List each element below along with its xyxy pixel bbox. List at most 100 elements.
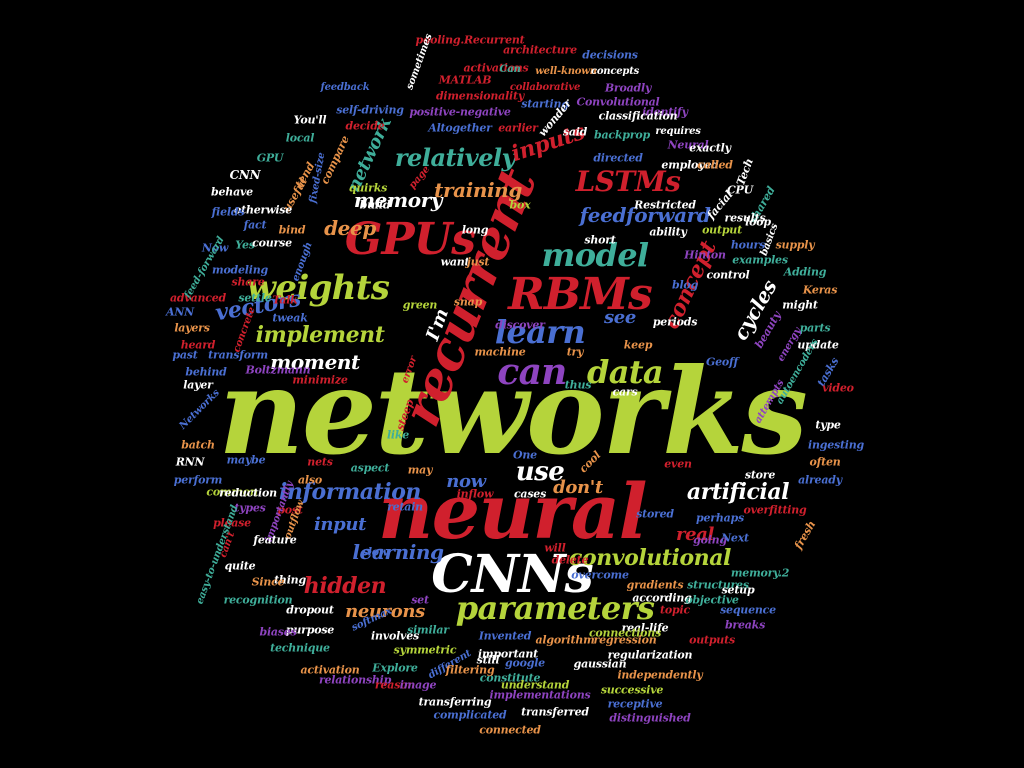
cloud-word: supply (775, 238, 815, 252)
cloud-word: nets (307, 455, 333, 469)
cloud-word: GPUs (344, 214, 476, 265)
cloud-word: results (724, 211, 766, 225)
cloud-word: inflow (456, 487, 494, 501)
cloud-word: weights (246, 268, 390, 308)
cloud-word: output (702, 223, 742, 237)
cloud-word: heard (180, 338, 216, 352)
cloud-word: Broadly (604, 81, 652, 95)
cloud-word: Boltzmann (245, 363, 311, 377)
cloud-word: setup (721, 583, 755, 597)
cloud-word: maybe (226, 453, 266, 467)
cloud-word: according (632, 591, 692, 605)
cloud-word: outputs (689, 633, 735, 647)
cloud-word: try (566, 345, 584, 359)
cloud-word: thus (564, 378, 592, 392)
cloud-word: transferring (418, 695, 492, 709)
cloud-word: important (478, 647, 538, 661)
cloud-word: CPU (727, 183, 753, 197)
cloud-word: blog (671, 278, 699, 292)
cloud-word: said (562, 125, 588, 139)
cloud-word: backprop (594, 128, 650, 142)
cloud-word: regression (593, 633, 657, 647)
cloud-word: google (505, 656, 545, 670)
cloud-word: data (586, 353, 664, 391)
cloud-word: independently (617, 668, 703, 682)
cloud-word: delete (551, 553, 589, 567)
cloud-word: Since (251, 575, 285, 589)
cloud-word: positive-negative (409, 105, 511, 119)
cloud-word: Networks (177, 387, 222, 432)
cloud-word: store (744, 468, 776, 482)
cloud-word: will (544, 541, 566, 555)
cloud-word: quite (224, 559, 256, 573)
cloud-word: neural (378, 467, 647, 556)
cloud-word: relationship (318, 673, 392, 687)
cloud-word: snap (453, 295, 483, 309)
cloud-word: image (399, 678, 437, 692)
cloud-word: real (676, 524, 714, 545)
cloud-word: layer (183, 378, 213, 392)
cloud-word: Invented (478, 629, 532, 643)
cloud-word: breaks (724, 618, 766, 632)
cloud-word: use (515, 457, 565, 487)
cloud-word: post (277, 503, 303, 517)
cloud-word: reason (374, 678, 416, 692)
cloud-word: decide (345, 119, 385, 133)
cloud-word: slow (361, 545, 389, 559)
cloud-word: tweak (272, 311, 308, 325)
cloud-word: gaussian (573, 657, 627, 671)
cloud-word: transferred (521, 705, 589, 719)
cloud-word: ANN (166, 305, 194, 319)
cloud-word: moment (270, 350, 360, 374)
cloud-word: directed (593, 151, 643, 165)
cloud-word: build (359, 198, 391, 212)
cloud-word: regularization (607, 648, 693, 662)
cloud-word: involves (371, 629, 419, 643)
cloud-word: hours (730, 238, 766, 252)
cloud-word: overcome (571, 568, 629, 582)
cloud-word: RBMs (508, 269, 653, 320)
cloud-word: quirks (348, 181, 388, 195)
cloud-word: sequence (720, 603, 776, 617)
cloud-word: gradients (626, 578, 684, 592)
cloud-word: LSTMs (575, 165, 681, 198)
cloud-word: past (172, 348, 198, 362)
cloud-word: perform (173, 473, 223, 487)
cloud-word: batch (181, 438, 215, 452)
cloud-word: called (697, 158, 733, 172)
cloud-word: ingesting (807, 438, 865, 452)
cloud-word: fields (211, 205, 245, 219)
cloud-word: objective (685, 593, 739, 607)
cloud-word: MATLAB (438, 73, 492, 87)
cloud-word: long (461, 223, 489, 237)
cloud-word: Altogether (428, 121, 492, 135)
cloud-word: examples (732, 253, 788, 267)
cloud-word: machine (474, 345, 526, 359)
cloud-word: often (809, 455, 841, 469)
cloud-word: transform (208, 348, 268, 362)
cloud-word: don't (553, 477, 603, 498)
cloud-word: purpose (285, 623, 335, 637)
cloud-word: Next (721, 531, 749, 545)
cloud-word: fresh (791, 518, 819, 552)
cloud-word: technique (270, 641, 330, 655)
cloud-word: modeling (212, 263, 268, 277)
cloud-word: exactly (689, 141, 731, 155)
cloud-word: type (815, 418, 841, 432)
cloud-word: types (234, 501, 266, 515)
cloud-word: model (541, 236, 650, 274)
cloud-word: similar (407, 623, 449, 637)
cloud-word: implement (255, 322, 385, 348)
cloud-word: short (584, 233, 616, 247)
cloud-word: behind (185, 365, 227, 379)
cloud-word: constitute (479, 671, 541, 685)
cloud-word: training (434, 178, 522, 202)
cloud-word: input (313, 514, 367, 535)
cloud-word: Explore (372, 661, 418, 675)
cloud-word: Adding (783, 265, 827, 279)
cloud-word: Tech (734, 156, 756, 188)
cloud-word: relatively (394, 143, 516, 172)
cloud-word: otherwise (233, 203, 293, 217)
cloud-word: You'll (293, 113, 327, 127)
cloud-word: sometimes (404, 32, 435, 92)
